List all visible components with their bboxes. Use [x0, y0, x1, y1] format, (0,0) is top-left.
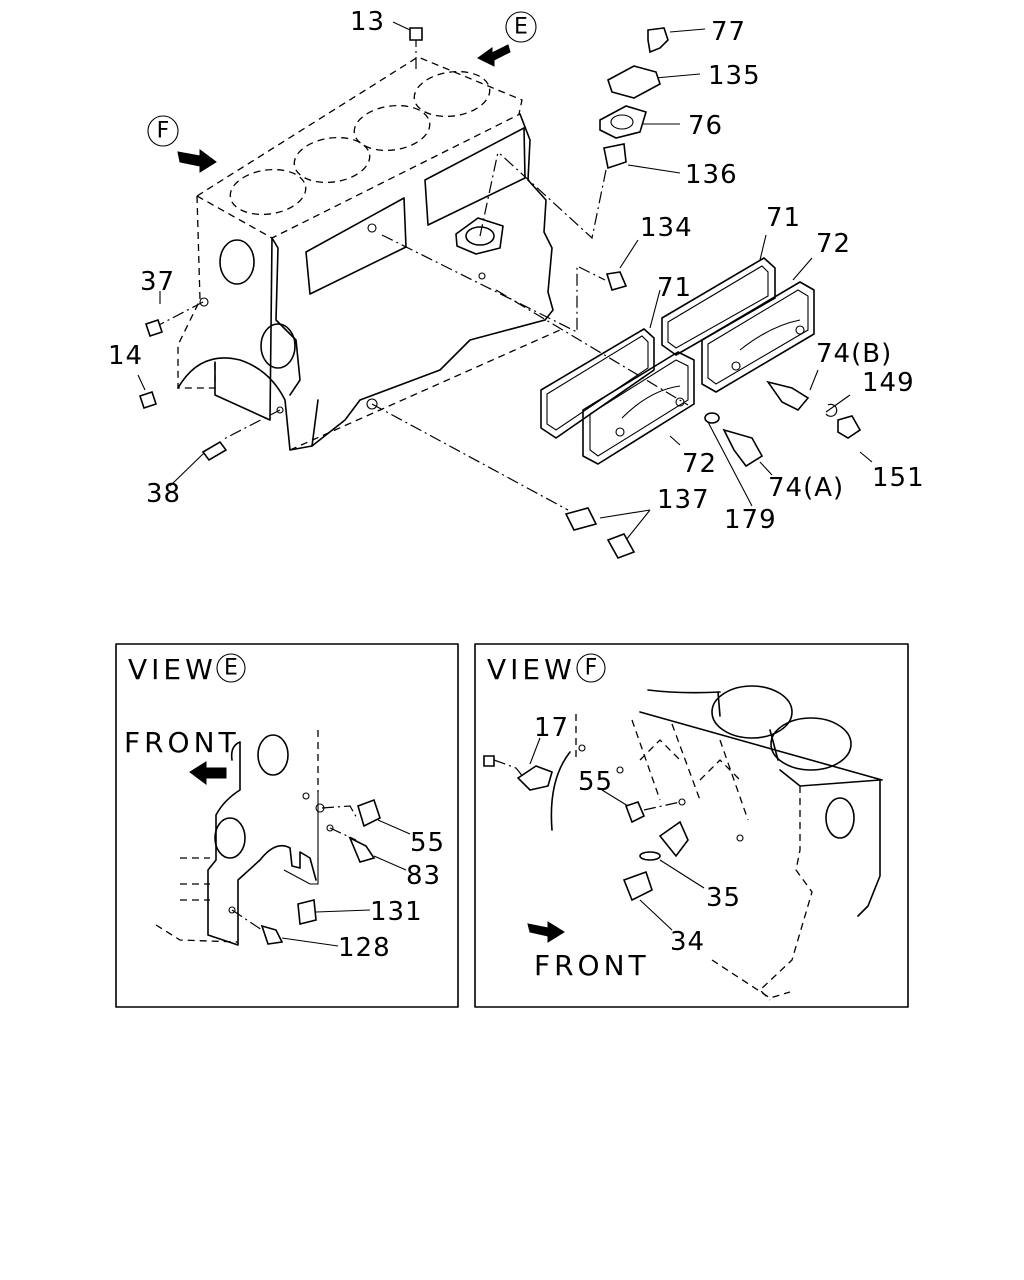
- part-74a: [722, 428, 764, 468]
- view-f-front: FRONT: [534, 949, 650, 982]
- front-arrow-f-icon: [527, 921, 565, 943]
- cover-72-a: [582, 351, 695, 465]
- view-marker-f: F: [147, 115, 217, 173]
- part-77: [647, 27, 669, 54]
- view-e-panel: VIEW E FRONT 55 83 131 128: [115, 643, 459, 1008]
- part-137-bolt: [606, 533, 636, 559]
- part-38: [201, 440, 228, 462]
- part-37: [144, 318, 164, 338]
- part-151: [837, 415, 862, 439]
- arrow-f-icon: [177, 149, 217, 173]
- part-13: [409, 27, 423, 41]
- label-128: 128: [338, 933, 391, 963]
- label-37: 37: [140, 267, 175, 297]
- label-17: 17: [534, 713, 569, 743]
- label-34: 34: [670, 927, 705, 957]
- part-137-stud: [564, 507, 598, 531]
- label-137: 137: [657, 485, 710, 515]
- view-e-title: VIEW: [128, 653, 217, 686]
- view-f-panel: VIEW F FRONT: [474, 643, 909, 1008]
- label-83: 83: [406, 861, 441, 891]
- part-35: [639, 851, 661, 861]
- label-72-a: 72: [816, 229, 851, 259]
- label-149: 149: [862, 368, 915, 398]
- label-179: 179: [724, 505, 777, 535]
- svg-text:E: E: [514, 15, 528, 40]
- label-55-e: 55: [410, 828, 445, 858]
- label-71-b: 71: [657, 273, 692, 303]
- label-74b: 74(B): [816, 339, 892, 369]
- part-17: [516, 765, 553, 791]
- part-35-body: [658, 820, 689, 858]
- label-72-b: 72: [682, 449, 717, 479]
- gasket-71-b: [661, 257, 776, 356]
- label-38: 38: [146, 479, 181, 509]
- label-14: 14: [108, 341, 143, 371]
- part-14: [138, 390, 158, 410]
- part-83: [348, 836, 376, 863]
- view-f-marker: F: [585, 656, 598, 681]
- label-136: 136: [685, 160, 738, 190]
- main-leader-lines: [137, 21, 873, 541]
- label-76: 76: [688, 111, 723, 141]
- part-34: [622, 870, 653, 902]
- gasket-71-a: [540, 328, 655, 439]
- label-151: 151: [872, 463, 925, 493]
- view-f-title: VIEW: [487, 653, 576, 686]
- cover-72-b: [701, 281, 815, 393]
- main-labels: 13 77 135 76 136 134 71 72 71 74(B) 149 …: [108, 7, 925, 535]
- part-136: [603, 143, 627, 170]
- side-covers: [540, 257, 815, 465]
- label-35: 35: [706, 883, 741, 913]
- view-e-marker: E: [224, 656, 238, 681]
- part-55-f: [624, 801, 646, 824]
- part-149: [825, 403, 838, 417]
- front-arrow-e-icon: [189, 761, 227, 785]
- part-179: [704, 412, 720, 424]
- label-13: 13: [350, 7, 385, 37]
- part-128: [260, 924, 284, 945]
- part-135: [607, 65, 661, 99]
- label-71-a: 71: [766, 203, 801, 233]
- label-135: 135: [708, 61, 761, 91]
- label-55-f: 55: [578, 767, 613, 797]
- label-77: 77: [711, 17, 746, 47]
- part-74b: [766, 380, 810, 411]
- part-76: [599, 105, 647, 139]
- view-e-front: FRONT: [124, 726, 240, 759]
- part-55-e: [357, 798, 381, 828]
- arrow-e-icon: [477, 44, 511, 67]
- part-131: [297, 898, 317, 926]
- part-134: [605, 271, 628, 291]
- view-marker-e: E: [477, 11, 537, 67]
- cylinder-block: [177, 56, 561, 451]
- label-74a: 74(A): [768, 473, 844, 503]
- hardware-parts: [138, 27, 862, 559]
- label-131: 131: [370, 897, 423, 927]
- part-17-bolt: [483, 755, 495, 767]
- label-134: 134: [640, 213, 693, 243]
- svg-text:F: F: [157, 119, 170, 144]
